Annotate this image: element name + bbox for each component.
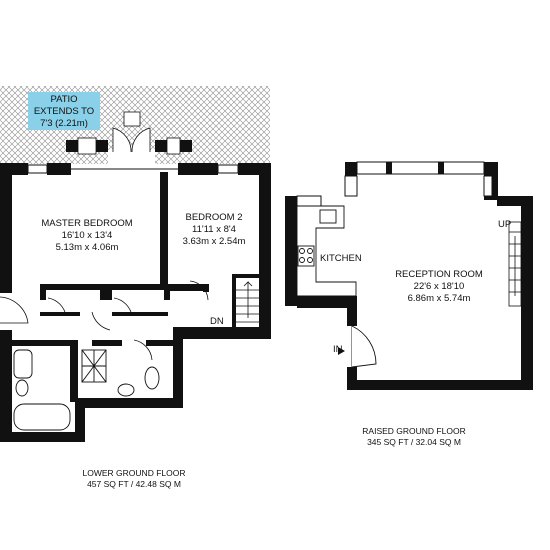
patio-doors [66,111,192,164]
upper-stairs-steps [508,221,522,307]
raised-floor-walls [285,162,533,390]
floor-area: 457 SQ FT / 42.48 SQ M [87,478,181,489]
room-dimension-metric: 5.13m x 4.06m [55,241,119,253]
master-bedroom-label: MASTER BEDROOM 16'10 x 13'4 5.13m x 4.06… [41,218,132,254]
room-dimension-metric: 6.86m x 5.74m [407,292,471,304]
sink-1 [13,349,33,379]
patio-label-box [28,92,100,130]
toilet-2 [144,366,160,390]
kitchen-sink [319,209,337,224]
up-stairs-label: UP [498,219,512,230]
room-dimension-imperial: 22'6 x 18'10 [413,280,465,292]
kitchen-label: KITCHEN [320,253,362,264]
floor-area: 345 SQ FT / 32.04 SQ M [367,436,461,447]
entrance-label: IN [333,344,343,355]
bathroom-fixtures [13,349,160,431]
floor-name: LOWER GROUND FLOOR [82,468,186,478]
patio-dimension: 7'3 (2.21m) [40,117,88,129]
toilet-1 [15,379,29,397]
kitchen-counter [296,205,357,297]
room-dimension-imperial: 16'10 x 13'4 [61,229,113,241]
room-dimension-imperial: 11'11 x 8'4 [192,223,236,235]
entrance-arrow-icon [338,347,345,355]
reception-room-label: RECEPTION ROOM 22'6 x 18'10 6.86m x 5.74… [395,269,483,305]
patio-label: PATIO EXTENDS TO 7'3 (2.21m) [34,94,94,130]
lower-floor-doors [0,280,209,361]
patio-title: PATIO [50,94,78,105]
down-stairs-label: DN [210,316,224,327]
room-name: MASTER BEDROOM [41,218,133,229]
lower-floor-windows [27,164,239,174]
room-name: RECEPTION ROOM [395,269,483,280]
room-dimension-metric: 3.63m x 2.54m [182,235,246,247]
raised-floor-windows [296,161,493,207]
entrance-door [351,325,377,368]
lower-floor-caption: LOWER GROUND FLOOR 457 SQ FT / 42.48 SQ … [83,468,186,489]
bedroom-2-label: BEDROOM 2 11'11 x 8'4 3.63m x 2.54m [183,212,246,248]
raised-window-mullions [386,162,444,174]
lower-stairs-steps [236,281,259,323]
floor-name: RAISED GROUND FLOOR [362,426,466,436]
lower-floor-walls [0,163,271,442]
sink-2 [117,383,135,397]
raised-floor-caption: RAISED GROUND FLOOR 345 SQ FT / 32.04 SQ… [362,426,465,447]
bathtub [13,403,71,431]
room-name: BEDROOM 2 [185,212,243,223]
patio-extends: EXTENDS TO [33,105,95,117]
